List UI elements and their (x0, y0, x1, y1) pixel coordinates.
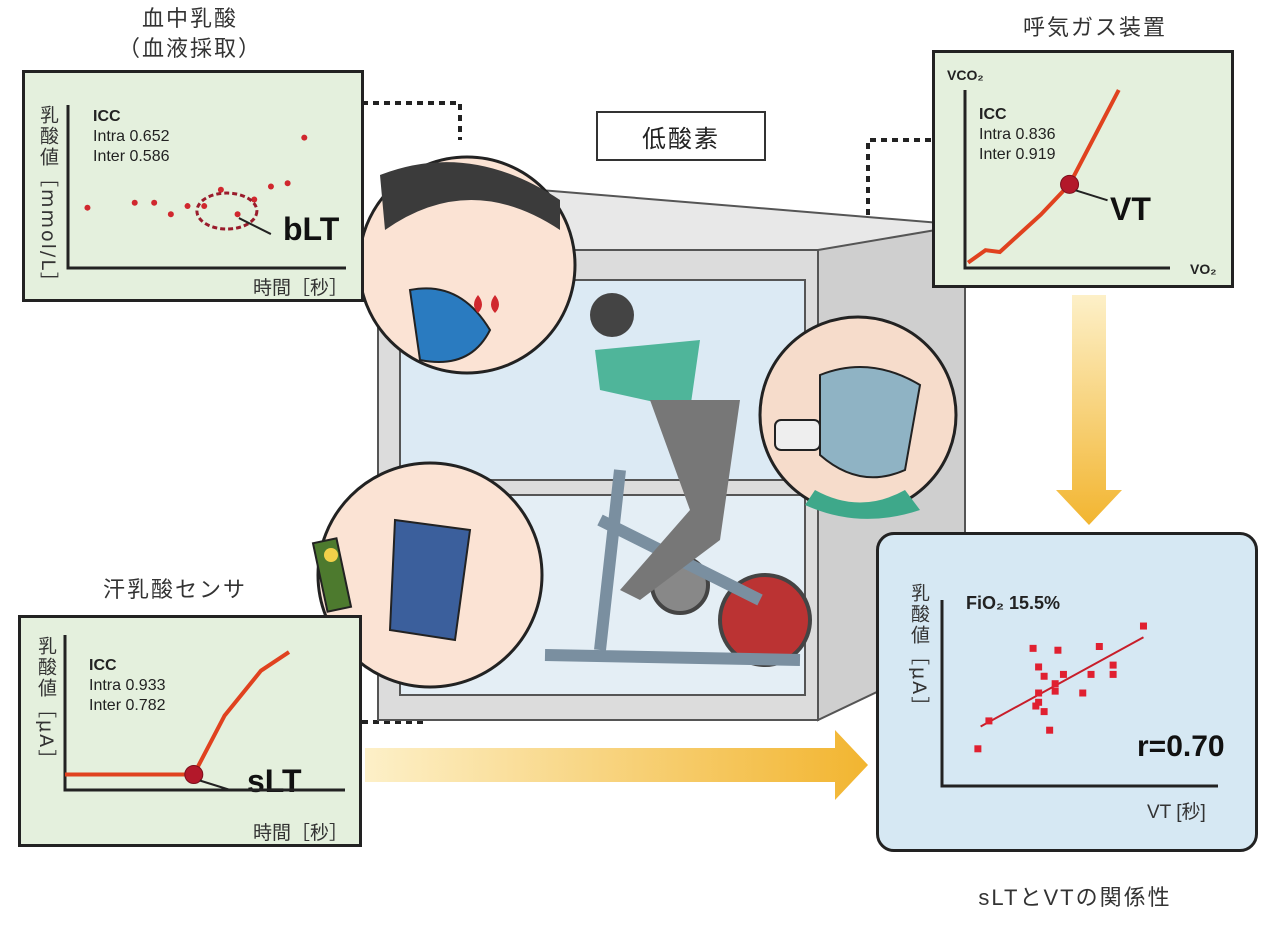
data-point (1035, 698, 1043, 706)
relation-condition: FiO₂ 15.5% (966, 593, 1061, 613)
sweat-sensor-closeup (311, 461, 544, 689)
data-point (1029, 644, 1037, 652)
data-point (131, 199, 138, 206)
blood-xlabel: 時間［秒］ (253, 277, 349, 299)
data-point (1139, 622, 1147, 630)
icc-inter: Inter 0.919 (979, 146, 1056, 163)
data-point (1032, 702, 1040, 710)
sweat-xlabel: 時間［秒］ (253, 822, 349, 844)
gas-xlabel: VO₂ (1190, 261, 1217, 277)
data-point (985, 717, 993, 725)
gas-icc: ICC Intra 0.836 Inter 0.919 (979, 105, 1056, 165)
data-point (1035, 663, 1043, 671)
icc-intra: Intra 0.652 (93, 128, 170, 145)
data-point (1109, 661, 1117, 669)
axes (63, 635, 345, 792)
data-point (267, 183, 274, 190)
arrow-to-relation (365, 730, 868, 800)
icc-title: ICC (93, 108, 121, 125)
data-point (234, 211, 241, 218)
gas-ylabel: VCO₂ (947, 67, 984, 83)
exercise-bike (544, 469, 812, 667)
blood-title-line2: （血液採取） (117, 37, 262, 62)
trend-line (980, 636, 1144, 728)
slt-label: sLT (247, 763, 302, 799)
sweat-icc: ICC Intra 0.933 Inter 0.782 (89, 656, 166, 716)
data-point (1035, 689, 1043, 697)
relation-xlabel: VT [秒] (1147, 802, 1206, 823)
gas-title: 呼気ガス装置 (1022, 16, 1167, 41)
blt-highlight-ellipse (195, 191, 259, 231)
blood-title-line1: 血中乳酸 (141, 7, 238, 32)
data-point (284, 180, 291, 187)
threshold-pointer-line (199, 779, 233, 792)
arrow-down-to-relation (1056, 295, 1122, 525)
data-point (251, 196, 258, 203)
data-point (1051, 680, 1059, 688)
sweat-ylabel: 乳酸値［μA］ (35, 636, 57, 771)
data-point (217, 186, 224, 193)
icc-title: ICC (979, 106, 1007, 123)
sweat-title: 汗乳酸センサ (102, 578, 247, 603)
blood-lactate-panel: 乳酸値［mmol/L］ ICC Intra 0.652 Inter 0.586 … (22, 70, 364, 302)
data-point (301, 134, 308, 141)
data-point (1095, 643, 1103, 650)
icc-intra: Intra 0.933 (89, 677, 166, 694)
relation-panel: 乳酸値［μA］ FiO₂ 15.5% r=0.70 VT [秒] (876, 532, 1258, 852)
threshold-marker (1060, 174, 1080, 194)
hypoxia-label: 低酸素 (642, 124, 720, 153)
axes (66, 105, 346, 270)
data-point (167, 211, 174, 218)
ear-blood-sampling-closeup (357, 155, 577, 375)
data-point (1079, 689, 1087, 697)
threshold-marker (184, 765, 204, 784)
blood-title: 血中乳酸 （血液採取） (100, 5, 280, 65)
icc-title: ICC (89, 657, 117, 674)
rider (590, 293, 740, 600)
data-point (201, 203, 208, 210)
blood-icc: ICC Intra 0.652 Inter 0.586 (93, 107, 170, 167)
data-point (1046, 726, 1054, 734)
icc-intra: Intra 0.836 (979, 126, 1056, 143)
series-line (65, 650, 291, 777)
blood-ylabel: 乳酸値［mmol/L］ (37, 105, 59, 293)
data-point (184, 203, 191, 210)
vt-label: VT (1110, 191, 1151, 227)
sweat-sensor-panel: 乳酸値［μA］ ICC Intra 0.933 Inter 0.782 sLT … (18, 615, 362, 847)
data-point (1059, 670, 1067, 678)
axes (940, 600, 1218, 788)
axes (963, 90, 1170, 270)
threshold-pointer-line (1075, 189, 1108, 202)
data-point (1051, 687, 1059, 695)
hypoxia-label-box: 低酸素 (596, 111, 766, 161)
series-line (966, 89, 1121, 265)
icc-inter: Inter 0.586 (93, 148, 170, 165)
correlation-label: r=0.70 (1137, 730, 1225, 763)
data-point (1040, 672, 1048, 680)
data-point (84, 204, 91, 211)
data-point (1087, 670, 1095, 678)
data-point (1109, 670, 1117, 678)
gas-mask-closeup (758, 315, 958, 519)
blt-pointer-line (238, 217, 272, 235)
relation-ylabel: 乳酸値［μA］ (908, 583, 930, 718)
gas-analyzer-panel: VCO₂ ICC Intra 0.836 Inter 0.919 VT VO₂ (932, 50, 1234, 288)
data-point (1054, 646, 1062, 654)
data-point (1040, 708, 1048, 716)
blt-label: bLT (283, 211, 340, 247)
data-point (151, 199, 158, 206)
icc-inter: Inter 0.782 (89, 697, 166, 714)
data-point (974, 745, 982, 753)
relation-title: sLTとVTの関係性 (978, 885, 1172, 910)
